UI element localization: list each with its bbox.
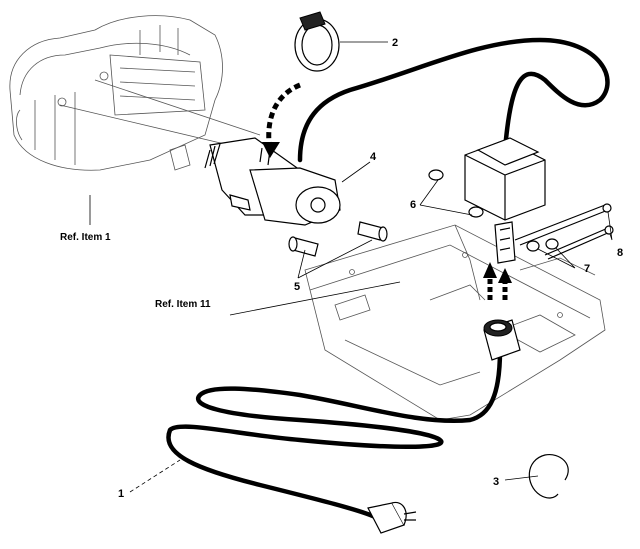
- motor-assembly: [204, 137, 341, 226]
- retaining-ring: [528, 453, 569, 499]
- callout-1: 1: [118, 488, 124, 500]
- cord-socket: [483, 319, 521, 361]
- ref-item-11-label: Ref. Item 11: [155, 299, 211, 310]
- assembly-arrow: [266, 82, 302, 151]
- power-cord: [166, 319, 521, 534]
- nuts-item-6: [428, 169, 484, 218]
- leader-lines: [89, 41, 613, 493]
- callout-7: 7: [584, 263, 590, 275]
- callout-2: 2: [392, 37, 398, 49]
- motor-lead-cord: [297, 37, 610, 163]
- screws-item-5: [288, 221, 388, 257]
- bolts-item-8: [514, 203, 614, 260]
- callout-8: 8: [617, 247, 623, 259]
- callout-4: 4: [370, 151, 377, 163]
- engine-housing-ref: [9, 15, 261, 171]
- washers-item-7: [526, 238, 559, 252]
- callout-5: 5: [294, 281, 300, 293]
- control-box: [464, 137, 546, 264]
- cord-plug: [367, 501, 417, 534]
- hose-clamp: [294, 11, 340, 72]
- callout-3: 3: [493, 476, 499, 488]
- ref-item-1-label: Ref. Item 1: [60, 232, 111, 243]
- callout-6: 6: [410, 199, 416, 211]
